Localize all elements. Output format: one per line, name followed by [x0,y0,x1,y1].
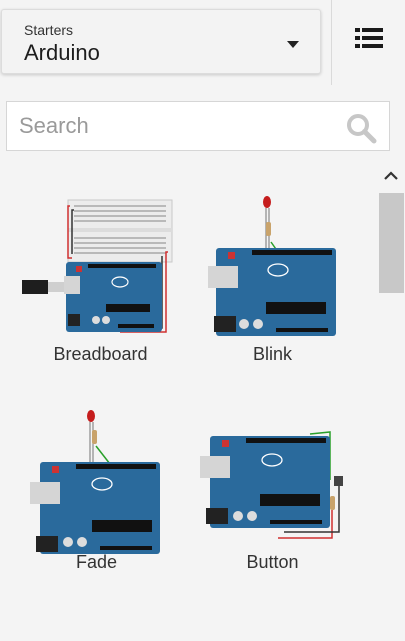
button-circuit-image [200,431,343,539]
breadboard-circuit-image [22,199,173,333]
chevron-up-icon[interactable] [384,171,398,181]
starter-label: Blink [252,344,292,364]
top-bar: Starters Arduino [0,0,405,85]
list-view-icon [355,28,383,48]
starters-dropdown[interactable]: Starters Arduino [1,9,321,74]
header-divider [331,0,332,85]
caret-down-icon [287,41,299,48]
starter-card-fade[interactable]: Fade [4,410,189,610]
scrollbar[interactable] [378,165,405,641]
starters-grid: Breadboard Blink [0,165,375,641]
scroll-thumb[interactable] [379,193,404,293]
starter-label: Fade [75,552,118,572]
fade-circuit-image [30,410,160,554]
starter-label: Breadboard [53,344,148,364]
starter-card-button[interactable]: Button [180,410,365,610]
dropdown-selected-value: Arduino [24,40,100,65]
starter-card-breadboard[interactable]: Breadboard [8,192,193,392]
blink-circuit-image [208,196,336,336]
search-icon[interactable] [345,112,377,144]
search-box [6,101,390,151]
starter-card-blink[interactable]: Blink [180,192,365,392]
starter-label: Button [246,552,299,572]
dropdown-caption: Starters [24,22,74,38]
list-view-button[interactable] [340,14,398,64]
search-input[interactable] [7,102,337,150]
